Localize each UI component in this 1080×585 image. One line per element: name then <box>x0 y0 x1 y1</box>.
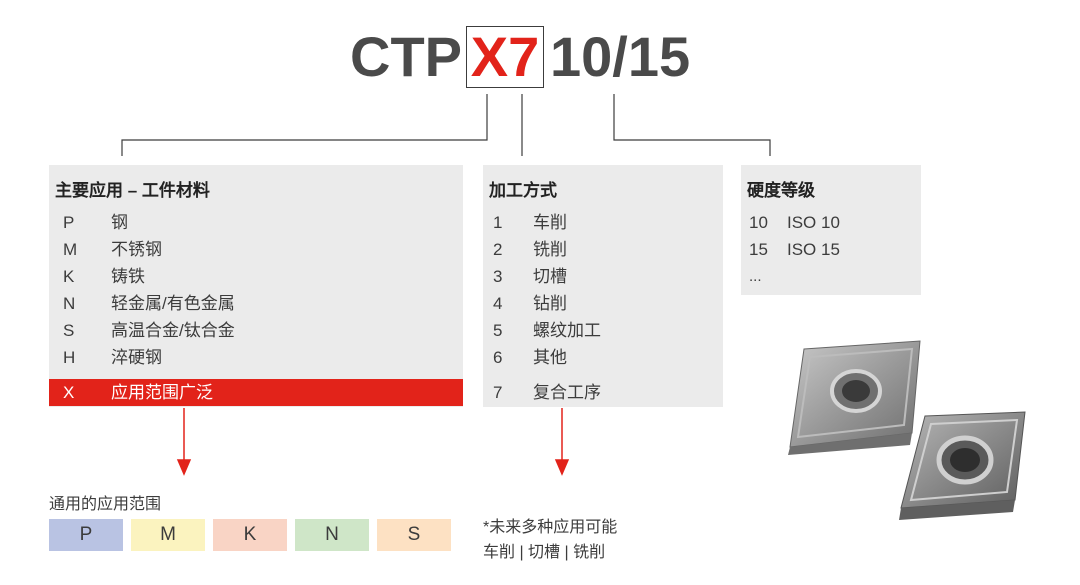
machining-name: 切槽 <box>533 267 567 286</box>
machining-heading: 加工方式 <box>489 181 557 200</box>
machining-code: 2 <box>493 240 503 259</box>
application-name: 不锈钢 <box>111 240 162 259</box>
machining-name: 车削 <box>533 213 567 232</box>
insert-image-back <box>788 340 921 455</box>
general-range-label: 通用的应用范围 <box>49 496 162 513</box>
applications-heading: 主要应用 – 工件材料 <box>55 181 210 200</box>
machining-code: 3 <box>493 267 503 286</box>
application-row-x-active: X 应用范围广泛 <box>49 379 463 406</box>
application-name: 应用范围广泛 <box>111 383 213 402</box>
application-name: 轻金属/有色金属 <box>111 294 235 313</box>
machining-name: 铣削 <box>533 240 567 259</box>
application-name: 钢 <box>111 213 128 232</box>
hardness-name: ISO 10 <box>787 213 840 232</box>
machining-code: 6 <box>493 348 503 367</box>
future-note-line1: *未来多种应用可能 <box>483 519 618 536</box>
application-name: 高温合金/钛合金 <box>111 321 235 340</box>
application-code: H <box>63 348 76 367</box>
product-code: CTP X7 10/15 <box>0 22 1080 92</box>
machining-name: 钻削 <box>533 294 567 313</box>
application-code: S <box>63 321 75 340</box>
applications-panel: 主要应用 – 工件材料 P 钢 M 不锈钢 K 铸铁 N 轻金属/有色金属 S … <box>49 165 463 407</box>
future-note-line2: 车削 | 切槽 | 铣削 <box>483 544 606 561</box>
application-code: N <box>63 294 76 313</box>
application-code: M <box>63 240 78 259</box>
machining-name: 其他 <box>533 348 567 367</box>
hardness-heading: 硬度等级 <box>747 181 815 200</box>
chip-k: K <box>213 519 287 551</box>
connector-application <box>121 94 488 156</box>
machining-name: 螺纹加工 <box>533 321 601 340</box>
code-highlight: X7 <box>466 26 544 88</box>
arrow-head-future <box>554 459 570 476</box>
code-suffix: 10/15 <box>550 25 691 88</box>
hardness-panel: 硬度等级 10 ISO 10 15 ISO 15 ... <box>741 165 921 295</box>
machining-code: 5 <box>493 321 503 340</box>
machining-code: 7 <box>493 383 503 402</box>
hardness-name: ISO 15 <box>787 240 840 259</box>
hardness-ellipsis: ... <box>749 268 762 285</box>
application-name: 淬硬钢 <box>111 348 162 367</box>
machining-name: 复合工序 <box>533 383 601 402</box>
chip-s: S <box>377 519 451 551</box>
chip-m: M <box>131 519 205 551</box>
application-code: X <box>63 383 75 402</box>
machining-panel: 加工方式 1 车削 2 铣削 3 切槽 4 钻削 5 螺纹加工 6 其他 7 复… <box>483 165 723 407</box>
hardness-code: 10 <box>749 213 768 232</box>
arrow-head-general <box>176 459 192 476</box>
chip-n: N <box>295 519 369 551</box>
chip-p: P <box>49 519 123 551</box>
application-name: 铸铁 <box>111 267 145 286</box>
application-code: P <box>63 213 75 232</box>
machining-code: 1 <box>493 213 503 232</box>
insert-image-front <box>899 411 1026 520</box>
code-prefix: CTP <box>350 25 462 88</box>
machining-code: 4 <box>493 294 503 313</box>
connector-hardness <box>613 94 771 156</box>
hardness-code: 15 <box>749 240 768 259</box>
application-code: K <box>63 267 75 286</box>
